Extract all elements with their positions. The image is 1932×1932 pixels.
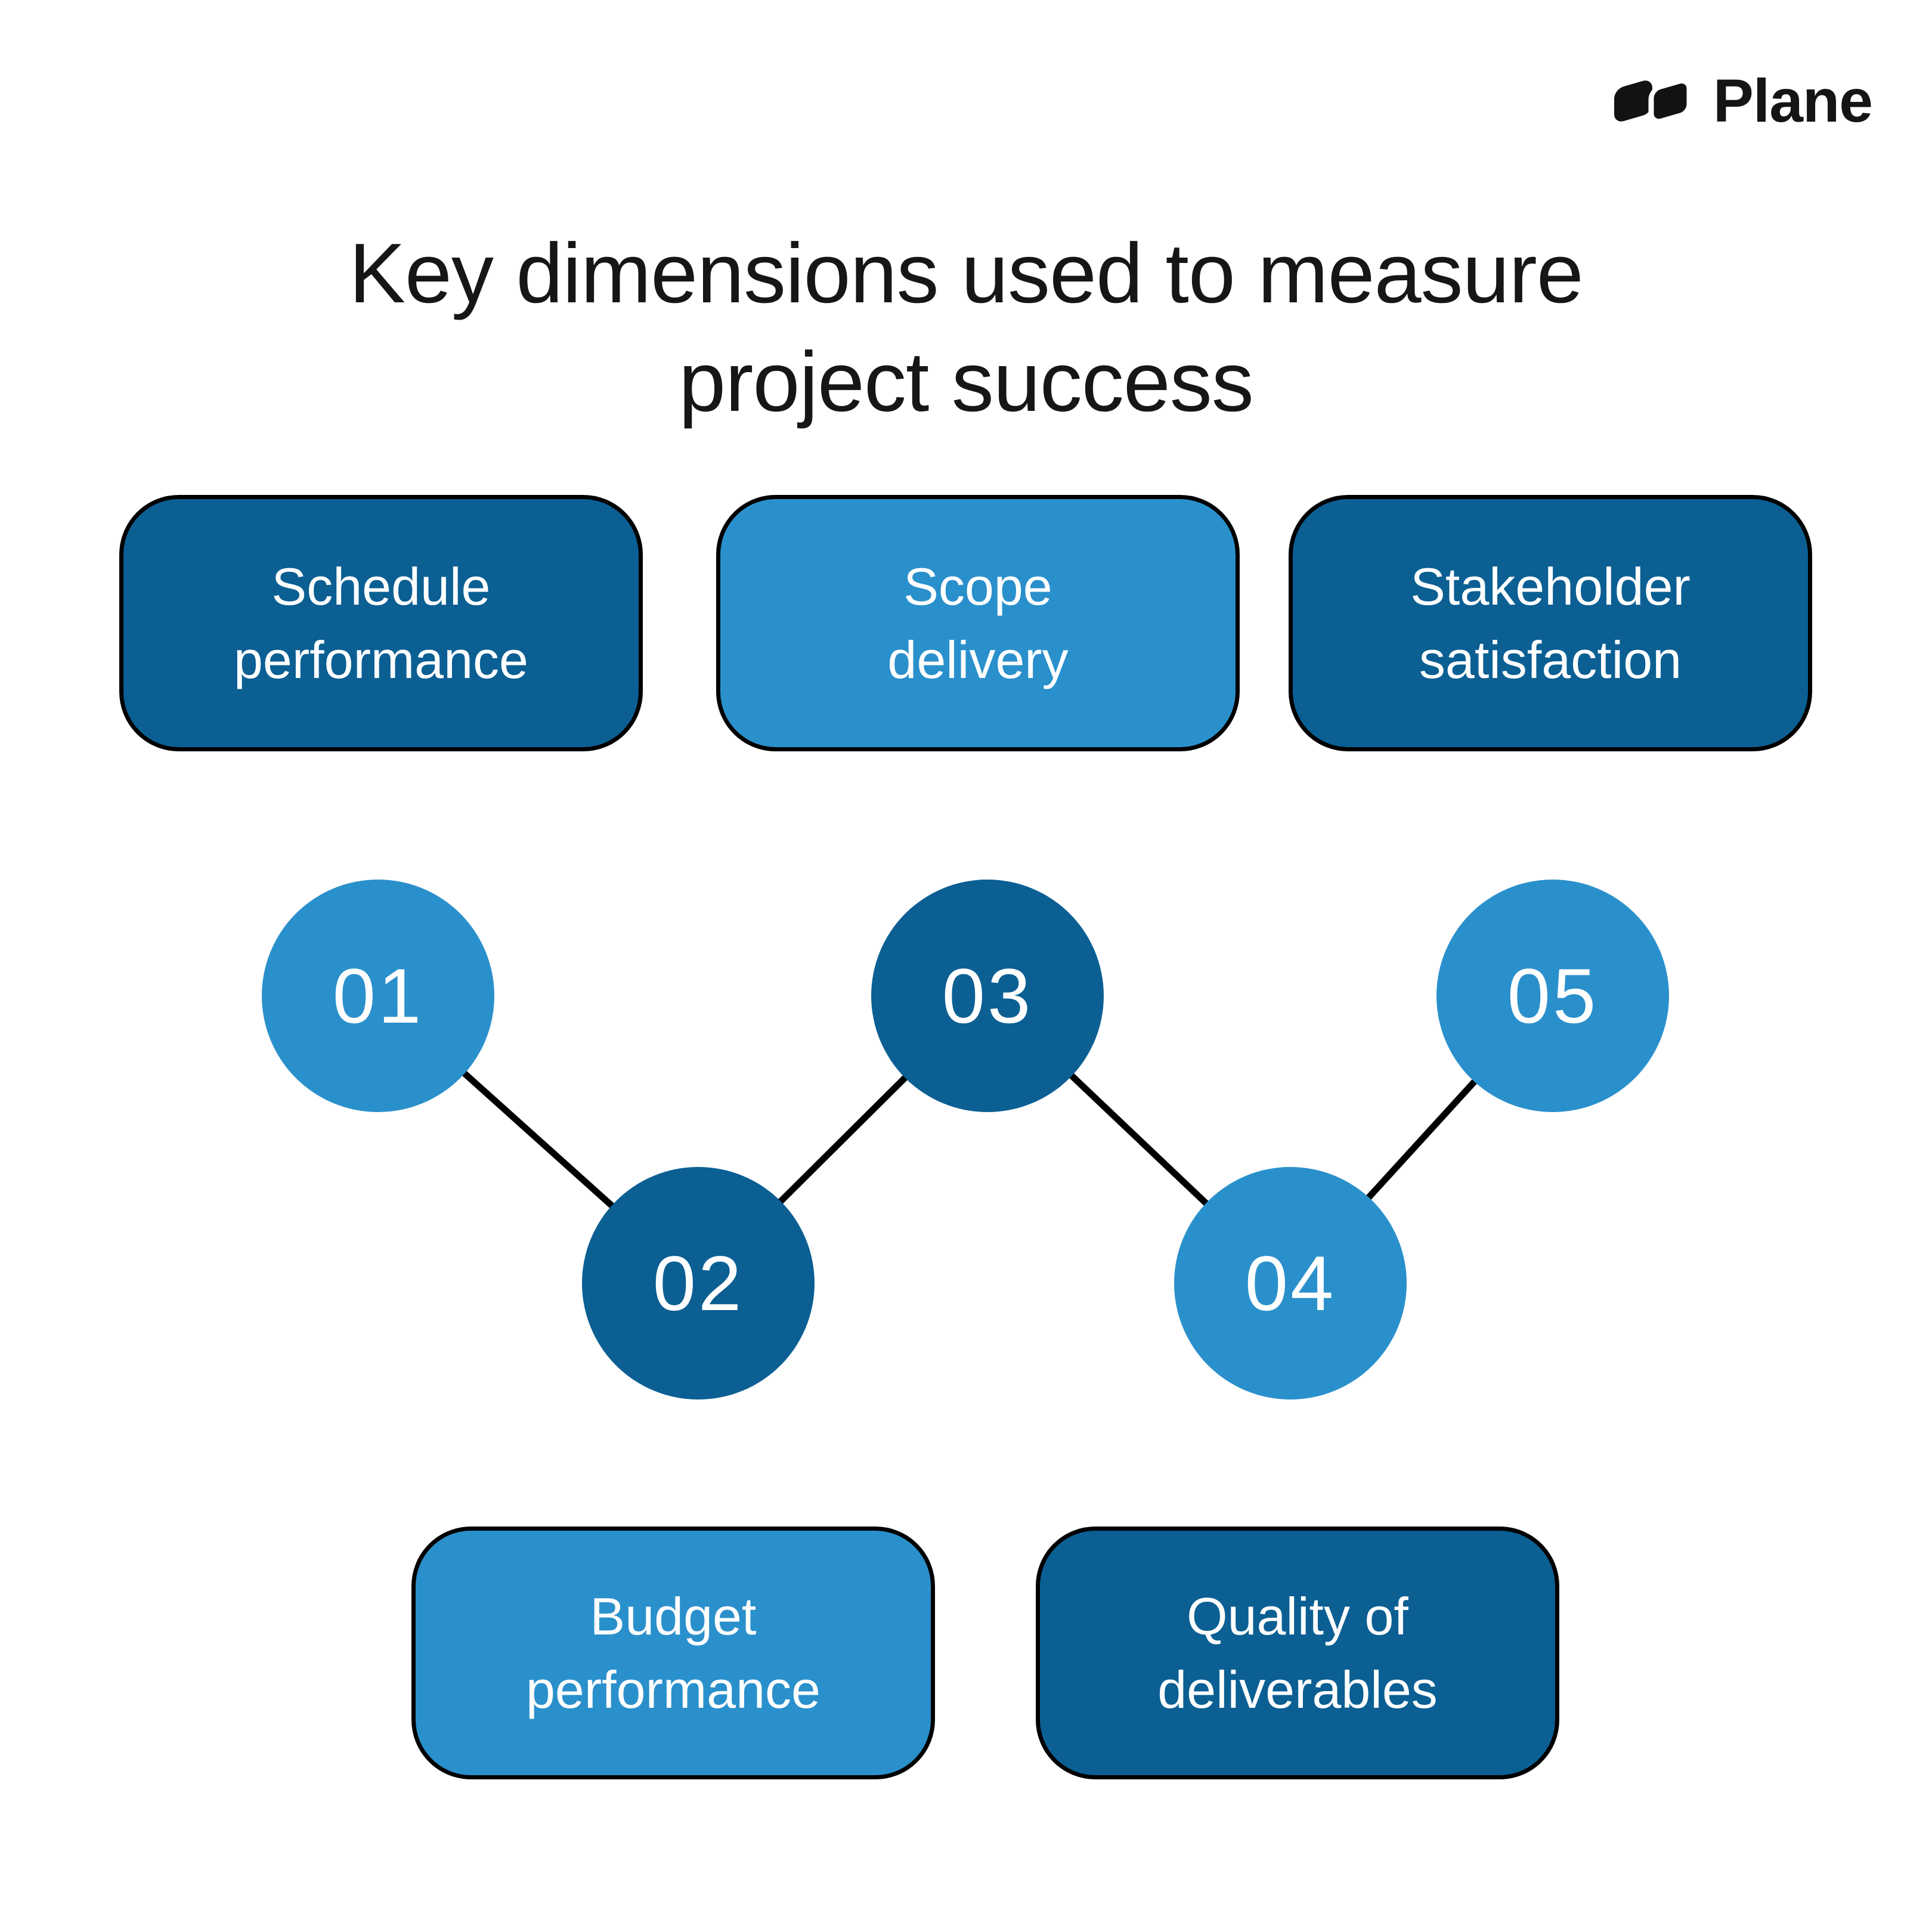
box-schedule-performance: Schedule performance — [119, 495, 643, 751]
step-circle-04: 04 — [1174, 1167, 1407, 1400]
box-label: Stakeholder satisfaction — [1410, 556, 1690, 689]
box-stakeholder-satisfaction: Stakeholder satisfaction — [1289, 495, 1812, 751]
step-circle-02: 02 — [582, 1167, 815, 1400]
box-budget-performance: Budget performance — [411, 1527, 935, 1779]
plane-logo: Plane — [1607, 67, 1873, 135]
page-title: Key dimensions used to measure project s… — [0, 219, 1932, 436]
page-title-line2: project success — [679, 334, 1254, 429]
step-number: 04 — [1244, 1240, 1336, 1327]
step-number: 05 — [1507, 952, 1599, 1039]
box-label: Budget performance — [525, 1586, 821, 1719]
step-circle-01: 01 — [262, 880, 494, 1112]
box-quality-of-deliverables: Quality of deliverables — [1036, 1527, 1559, 1779]
step-number: 02 — [652, 1240, 744, 1327]
box-label: Scope delivery — [887, 556, 1069, 689]
page-title-line1: Key dimensions used to measure — [349, 226, 1584, 321]
box-label: Schedule performance — [233, 556, 528, 689]
step-circle-03: 03 — [871, 880, 1104, 1112]
plane-logo-icon — [1614, 78, 1692, 125]
step-number: 03 — [942, 952, 1033, 1039]
box-scope-delivery: Scope delivery — [716, 495, 1240, 751]
box-label: Quality of deliverables — [1157, 1586, 1438, 1719]
step-circle-05: 05 — [1436, 880, 1669, 1112]
step-number: 01 — [332, 952, 424, 1039]
plane-logo-text: Plane — [1713, 67, 1873, 135]
